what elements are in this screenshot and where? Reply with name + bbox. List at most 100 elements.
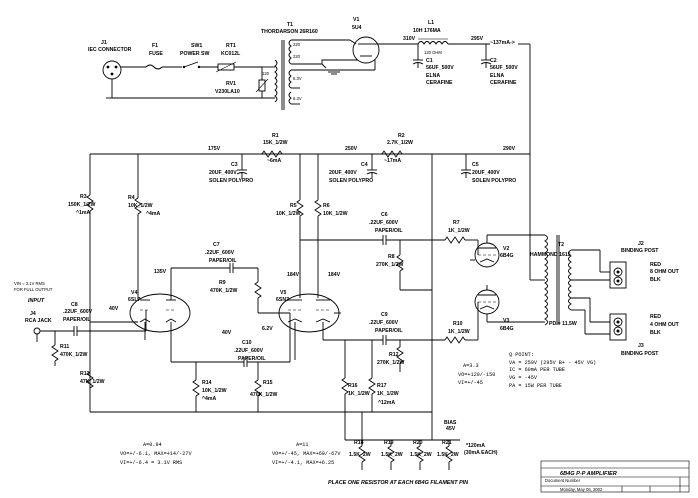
stage3-note-2: VO=+120/-150 bbox=[458, 372, 495, 378]
rv1-name: V230LA10 bbox=[215, 89, 240, 95]
c9-cap bbox=[330, 335, 420, 345]
r16-value: 1K_1/2W bbox=[348, 391, 370, 397]
c8-make: PAPER/OIL bbox=[63, 317, 91, 323]
r12-resistor bbox=[396, 340, 404, 372]
v5-tube bbox=[278, 293, 341, 362]
c7-value: .22UF_600V bbox=[205, 250, 235, 256]
c9-value: .22UF_600V bbox=[369, 320, 399, 326]
c10-ref: C10 bbox=[242, 340, 252, 346]
r2-current: ~17mA bbox=[384, 158, 401, 164]
c2-make1: ELNA bbox=[490, 73, 504, 79]
v5-name: 6SN7 bbox=[276, 297, 289, 303]
stage1-note-1: A=0.94 bbox=[143, 442, 162, 448]
title-block-date: Monday, May 06, 2002 bbox=[560, 487, 603, 492]
pd-label: PD = 11.5W bbox=[549, 321, 577, 327]
r21-ref: R21 bbox=[442, 440, 452, 446]
v135-label: 135V bbox=[154, 269, 167, 275]
v250-label: 250V bbox=[345, 146, 358, 152]
c1-make1: ELNA bbox=[426, 73, 440, 79]
c2-make2: CERAFINE bbox=[490, 80, 517, 86]
r1-ref: R1 bbox=[272, 133, 279, 139]
c10-value: .22UF_600V bbox=[234, 348, 264, 354]
r11-value: 470K_1/2W bbox=[60, 352, 87, 358]
v290-label: 290V bbox=[503, 146, 516, 152]
r9-resistor bbox=[254, 268, 290, 314]
c1-value: 56UF_500V bbox=[426, 65, 454, 71]
r17-ref: R17 bbox=[377, 383, 387, 389]
c6-value: .22UF_600V bbox=[369, 220, 399, 226]
c1-make2: CERAFINE bbox=[426, 80, 453, 86]
r7-resistor bbox=[420, 236, 478, 244]
v3-output-tube bbox=[474, 285, 545, 340]
svg-text:6.3V: 6.3V bbox=[293, 76, 302, 81]
bias-voltage: 45V bbox=[446, 426, 456, 432]
r11-ref: R11 bbox=[60, 344, 69, 350]
c3-make: SOLEN POLYPRO bbox=[209, 178, 253, 184]
sw1-switch bbox=[182, 61, 218, 69]
r16-ref: R16 bbox=[348, 383, 358, 389]
v2-ref: V2 bbox=[503, 246, 509, 252]
j1-iec-connector bbox=[102, 60, 275, 99]
r13-ref: R13 bbox=[80, 371, 90, 377]
j4-ref: J4 bbox=[30, 311, 36, 317]
r9-ref: R9 bbox=[219, 280, 226, 286]
r6-ref: R6 bbox=[323, 203, 330, 209]
t2-ref: T2 bbox=[558, 242, 564, 248]
t2-output-transformer bbox=[544, 234, 610, 335]
r10-resistor bbox=[420, 336, 478, 344]
l1-ref: L1 bbox=[428, 20, 434, 26]
r15-resistor bbox=[254, 362, 262, 412]
c3-cap bbox=[236, 154, 248, 178]
r4-ref: R4 bbox=[128, 195, 135, 201]
r19-ref: R19 bbox=[384, 440, 394, 446]
r6-value: 10K_1/2W bbox=[323, 211, 348, 217]
v2-name: 6B4G bbox=[500, 253, 514, 259]
c6-ref: C6 bbox=[381, 212, 388, 218]
stage2-note-1: A=11 bbox=[296, 442, 308, 448]
l1-choke bbox=[417, 38, 490, 45]
r2-value: 2.7K_1/2W bbox=[387, 140, 413, 146]
c7-cap bbox=[229, 263, 258, 273]
v295-label: 295V bbox=[471, 36, 484, 42]
r18-ref: R18 bbox=[354, 440, 364, 446]
j2-red: RED bbox=[650, 262, 661, 268]
r15-value: 470K_1/2W bbox=[250, 392, 277, 398]
r14-value: 10K_1/2W bbox=[202, 388, 227, 394]
v310-label: 310V bbox=[403, 36, 416, 42]
j2-ref: J2 bbox=[638, 241, 644, 247]
v62-label: 6.2V bbox=[262, 326, 273, 332]
vin-note-2: FOR FULL OUTPUT bbox=[14, 287, 53, 292]
v1-ref: V1 bbox=[353, 17, 359, 23]
r14-current: ^4mA bbox=[202, 396, 217, 402]
qpoint-note-5: PA = 15W PER TUBE bbox=[509, 383, 562, 389]
rt1-thermistor bbox=[215, 61, 262, 73]
r7-value: 1K_1/2W bbox=[448, 228, 470, 234]
c8-ref: C8 bbox=[71, 302, 78, 308]
c1-cap bbox=[412, 44, 424, 68]
j3-name: BINDING POST bbox=[621, 351, 659, 357]
j3-binding-post bbox=[609, 313, 627, 341]
v40a-label: 40V bbox=[109, 306, 119, 312]
r2-ref: R2 bbox=[398, 133, 405, 139]
r3-resistor bbox=[86, 154, 94, 390]
v40b-label: 40V bbox=[222, 330, 232, 336]
v3-name: 6B4G bbox=[500, 326, 514, 332]
c8-value: .22UF_600V bbox=[63, 309, 93, 315]
c9-ref: C9 bbox=[381, 312, 388, 318]
r3-ref: R3 bbox=[80, 194, 87, 200]
rv1-varistor bbox=[255, 67, 269, 98]
stage3-note-3: VI=+/-45 bbox=[458, 380, 483, 386]
c6-make: PAPER/OIL bbox=[375, 228, 403, 234]
qpoint-note-2: VA = 250V (295V B+ - 45V VG) bbox=[509, 360, 596, 366]
r4-current: ^4mA bbox=[146, 211, 161, 217]
r20-ref: R20 bbox=[413, 440, 423, 446]
c5-ref: C5 bbox=[472, 162, 479, 168]
r21-resistor bbox=[445, 440, 453, 470]
r1-resistor bbox=[261, 150, 283, 158]
r18-value: 1.5K_2W bbox=[349, 452, 371, 458]
r19-resistor bbox=[387, 440, 395, 470]
j3-blk: BLK bbox=[650, 330, 661, 336]
r20-value: 1.5K_2W bbox=[410, 452, 432, 458]
svg-text:220: 220 bbox=[293, 54, 301, 59]
